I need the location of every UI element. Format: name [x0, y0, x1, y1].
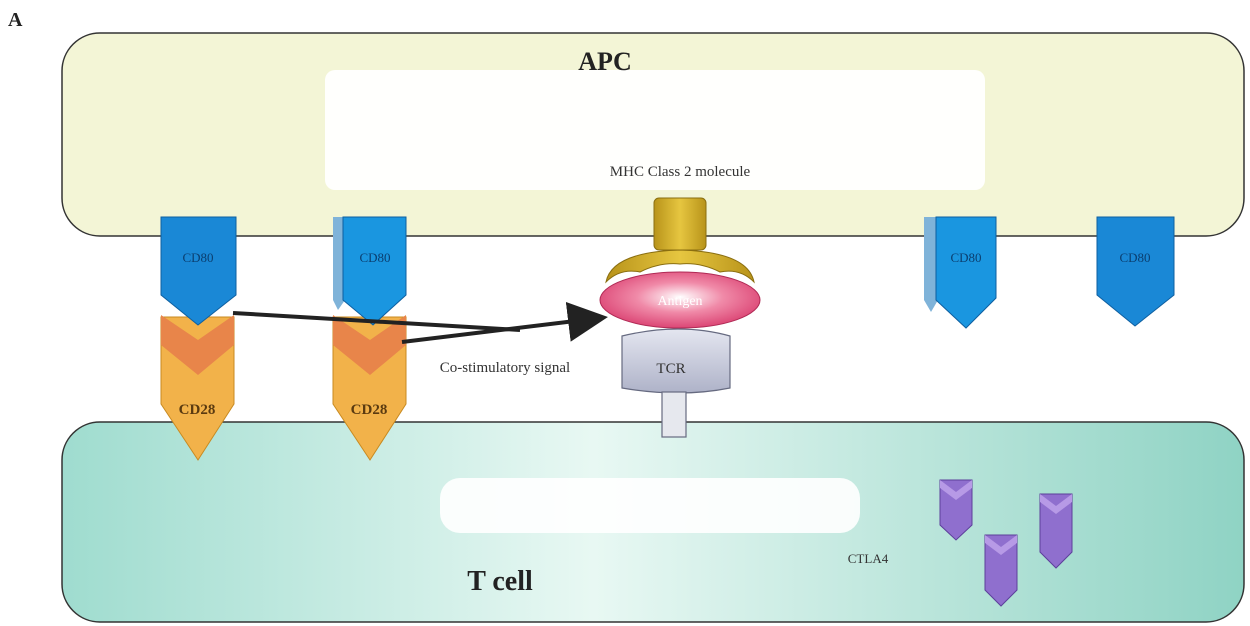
panel-label: A	[8, 9, 23, 31]
cd80-label-1: CD80	[182, 250, 213, 265]
cd80-label-4: CD80	[1119, 250, 1150, 265]
costimulatory-arrows	[232, 301, 608, 344]
cd28-receptor-2: CD28	[332, 315, 407, 461]
cd28-receptor-1: CD28	[160, 315, 235, 461]
ctla4-molecule-3	[984, 534, 1018, 607]
cd80-ligand-2: CD80	[333, 216, 407, 326]
apc-label: APC	[578, 47, 631, 76]
cd80-ligand-3: CD80	[924, 216, 997, 329]
ctla4-label: CTLA4	[848, 551, 889, 566]
cd28-label-1: CD28	[179, 402, 216, 418]
cd80-ligand-4: CD80	[1096, 216, 1175, 327]
cd80-label-3: CD80	[950, 250, 981, 265]
ctla4-molecule-1	[939, 479, 973, 541]
antigen-ellipse	[599, 271, 761, 329]
costim-label: Co-stimulatory signal	[440, 360, 570, 376]
mhc-class2-molecule	[605, 197, 755, 284]
antigen-label: Antigen	[657, 294, 702, 309]
cd28-label-2: CD28	[351, 402, 388, 418]
cd80-label-2: CD80	[359, 250, 390, 265]
cd80-ligand-1: CD80	[160, 216, 237, 326]
tcell-highlight	[440, 478, 860, 533]
apc-highlight	[325, 70, 985, 190]
tcell-label: T cell	[467, 566, 533, 597]
ctla4-molecule-2	[1039, 493, 1073, 569]
tcr-label: TCR	[656, 361, 685, 377]
mhc-label: MHC Class 2 molecule	[610, 164, 751, 180]
tcr-receptor	[621, 328, 731, 438]
